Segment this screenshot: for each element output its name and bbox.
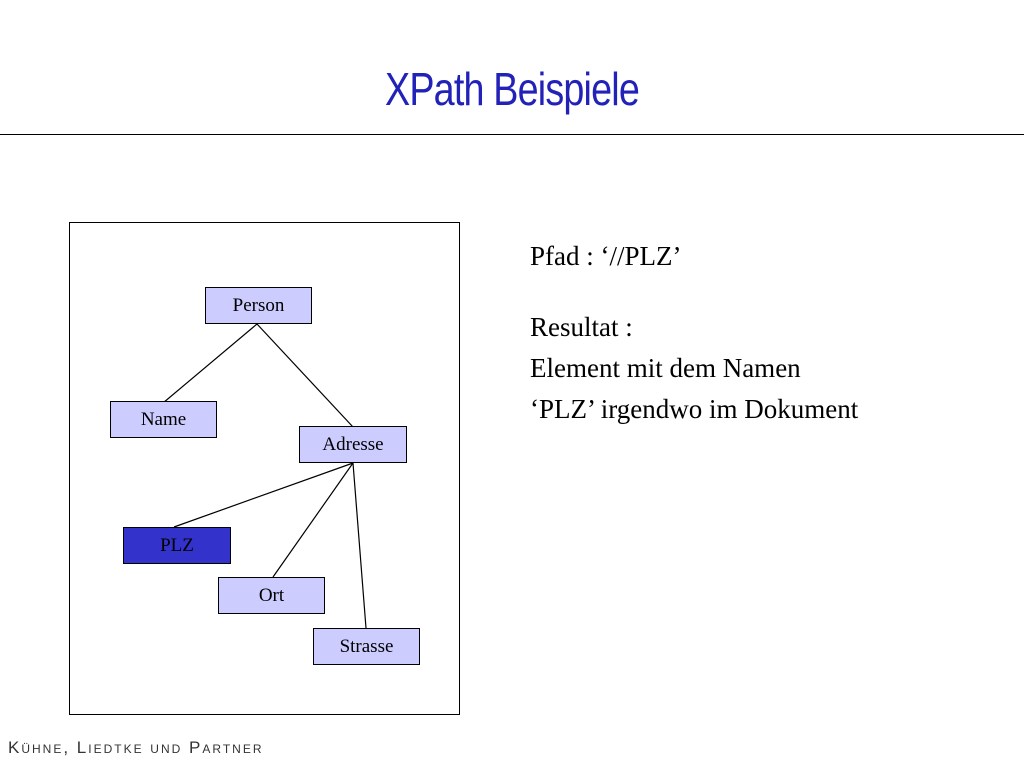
- edge-adresse-ort: [272, 462, 354, 578]
- result-label: Resultat :: [530, 312, 633, 342]
- node-plz: PLZ: [123, 527, 231, 564]
- result-line-2: ‘PLZ’ irgendwo im Dokument: [530, 394, 859, 424]
- node-name: Name: [110, 401, 217, 438]
- xpath-expression: Pfad : ‘//PLZ’: [530, 241, 682, 271]
- edge-adresse-strasse: [352, 462, 367, 629]
- tree-diagram-frame: Person Name Adresse PLZ Ort Strasse: [69, 222, 460, 715]
- footer-company: Kühne, Liedtke und Partner: [8, 738, 264, 757]
- tree-connectors: [162, 323, 367, 629]
- edge-adresse-plz: [173, 462, 354, 528]
- node-person: Person: [205, 287, 312, 324]
- title-divider: [0, 134, 1024, 135]
- slide-title: XPath Beispiele: [384, 63, 640, 115]
- result-description: Resultat : Element mit dem Namen ‘PLZ’ i…: [530, 307, 858, 430]
- node-ort: Ort: [218, 577, 325, 614]
- node-strasse: Strasse: [313, 628, 420, 665]
- edge-person-adresse: [256, 323, 354, 428]
- node-adresse: Adresse: [299, 426, 407, 463]
- result-line-1: Element mit dem Namen: [530, 353, 801, 383]
- edge-person-name: [162, 323, 258, 404]
